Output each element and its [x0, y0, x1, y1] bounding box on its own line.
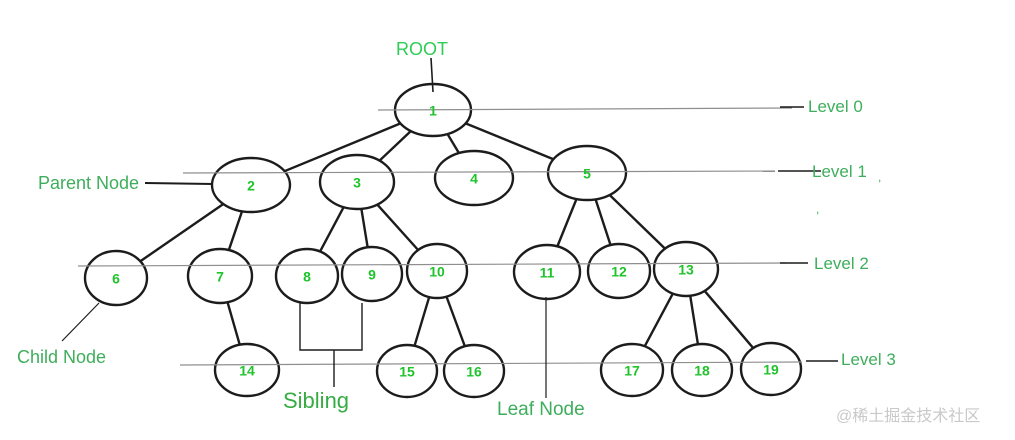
tree-node-12 — [586, 242, 652, 300]
tree-node-number-6: 6 — [112, 270, 120, 286]
child-node-label: Child Node — [17, 347, 107, 367]
tree-node-15 — [375, 343, 439, 399]
tree-node-7 — [186, 247, 254, 305]
tree-edge-13-18 — [689, 295, 700, 345]
tree-edge-1-2 — [284, 122, 401, 173]
level-line-1 — [182, 170, 776, 174]
stray-mark: , — [816, 202, 820, 216]
tree-node-number-19: 19 — [763, 361, 779, 377]
tree-edge-3-9 — [360, 208, 369, 248]
tree-node-number-3: 3 — [353, 174, 361, 190]
tree-node-4 — [433, 149, 515, 207]
tree-node-number-4: 4 — [470, 170, 478, 186]
stray-mark: , — [878, 170, 882, 184]
tree-node-number-12: 12 — [611, 263, 627, 279]
tree-node-number-5: 5 — [583, 165, 591, 181]
tree-edge-5-12 — [594, 198, 612, 246]
child-pointer-line — [61, 302, 100, 342]
tree-node-number-13: 13 — [678, 261, 694, 277]
sibling-label: Sibling — [283, 388, 350, 413]
tree-node-number-1: 1 — [429, 102, 437, 118]
tree-node-11 — [512, 243, 582, 301]
tree-node-number-7: 7 — [216, 268, 224, 284]
level-2-label: Level 2 — [814, 254, 869, 273]
level-0-label: Level 0 — [808, 97, 863, 116]
tree-node-number-17: 17 — [624, 362, 640, 378]
tree-edge-7-14 — [226, 301, 241, 346]
tree-node-16 — [442, 343, 506, 399]
tree-node-13 — [652, 240, 720, 298]
root-stem-line — [430, 57, 434, 93]
tree-edge-2-7 — [227, 210, 244, 251]
level-3-label: Level 3 — [841, 350, 896, 369]
tree-edge-13-17 — [643, 293, 674, 347]
tree-edge-3-10 — [376, 203, 420, 251]
tree-edge-10-15 — [413, 296, 431, 347]
parent-node-label: Parent Node — [38, 173, 140, 193]
tree-node-9 — [340, 245, 404, 303]
watermark: @稀土掘金技术社区 — [836, 408, 981, 425]
level-line-2 — [77, 262, 787, 267]
tree-node-number-18: 18 — [694, 362, 710, 378]
tree-edge-1-3 — [378, 130, 412, 162]
tree-edge-5-11 — [556, 198, 578, 247]
tree-node-number-15: 15 — [399, 363, 415, 379]
parent-pointer-line — [144, 182, 214, 185]
tree-edge-2-6 — [139, 203, 225, 263]
tree-node-number-16: 16 — [466, 363, 482, 379]
tree-edge-1-5 — [465, 122, 554, 161]
tree-node-17 — [599, 342, 665, 398]
tree-node-number-8: 8 — [303, 268, 311, 284]
tree-node-number-9: 9 — [368, 266, 376, 282]
leaf-node-label: Leaf Node — [497, 399, 585, 420]
tree-edge-1-4 — [446, 133, 461, 154]
tree-node-6 — [83, 249, 149, 307]
tree-node-number-14: 14 — [239, 362, 255, 378]
level-1-label: Level 1 — [812, 162, 867, 181]
tree-node-2 — [210, 156, 292, 214]
tree-node-19 — [739, 341, 803, 397]
tree-node-14 — [213, 342, 281, 398]
tree-node-8 — [274, 247, 340, 305]
root-label: ROOT — [396, 39, 448, 59]
tree-node-10 — [405, 242, 469, 300]
level-line-3 — [179, 361, 803, 366]
tree-edge-5-13 — [608, 194, 666, 250]
tree-edge-3-8 — [318, 206, 345, 253]
tree-node-5 — [546, 144, 628, 202]
tree-node-3 — [318, 153, 396, 211]
tree-node-number-2: 2 — [247, 177, 255, 193]
tree-edge-13-19 — [703, 290, 755, 349]
level-line-0 — [377, 107, 793, 111]
sibling-bracket — [299, 303, 363, 387]
tree-node-number-10: 10 — [429, 263, 445, 279]
tree-node-18 — [670, 342, 734, 398]
tree-edge-10-16 — [445, 296, 466, 347]
tree-node-number-11: 11 — [540, 264, 555, 280]
